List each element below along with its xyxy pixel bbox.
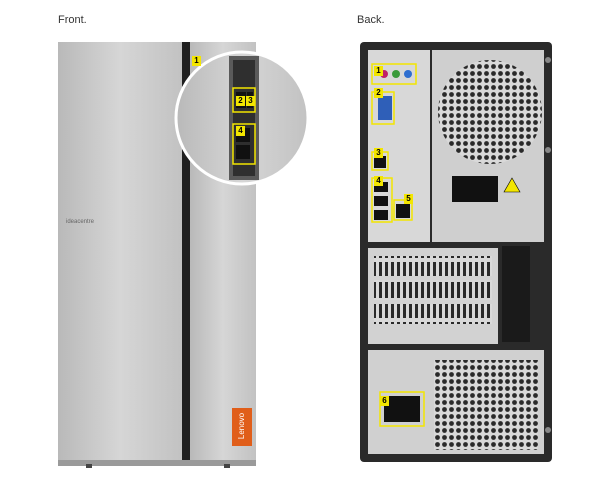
front-zoom: [174, 50, 310, 186]
vga-port: [378, 96, 392, 120]
usb-2: [374, 196, 388, 206]
zoom-usb-b: [236, 145, 250, 159]
front-heading: Front.: [58, 14, 87, 26]
side-latch: [502, 246, 530, 342]
front-callout-1: 1: [192, 56, 201, 66]
back-tower: [360, 42, 552, 462]
back-callout-4: 4: [374, 176, 383, 186]
power-inlet: [384, 396, 420, 422]
front-foot-right: [224, 464, 230, 468]
fan-grille-top: [438, 60, 542, 164]
front-left-panel: [58, 42, 182, 462]
audio-blue: [404, 70, 412, 78]
front-callout-3: 3: [246, 96, 255, 106]
front-center-strip: [182, 42, 190, 462]
ideacentre-label: ideacentre: [66, 219, 95, 225]
usb-3: [374, 210, 388, 220]
psu-grille: [434, 360, 538, 450]
warning-icon: [503, 177, 521, 193]
front-callout-2: 2: [236, 96, 245, 106]
voltage-switch: [452, 176, 498, 202]
ethernet-port: [396, 204, 410, 218]
front-base: [58, 460, 256, 466]
back-heading: Back.: [357, 14, 385, 26]
front-callout-4: 4: [236, 126, 245, 136]
audio-green: [392, 70, 400, 78]
hdmi-port: [374, 156, 386, 168]
front-foot-left: [86, 464, 92, 468]
back-callout-3: 3: [374, 148, 383, 158]
back-callout-2: 2: [374, 88, 383, 98]
usb-1: [374, 182, 388, 192]
lenovo-logo-text: Lenovo: [237, 412, 246, 440]
lenovo-badge: Lenovo: [232, 408, 252, 446]
back-callout-6: 6: [380, 396, 389, 406]
back-callout-5: 5: [404, 194, 413, 204]
back-callout-1: 1: [374, 66, 383, 76]
